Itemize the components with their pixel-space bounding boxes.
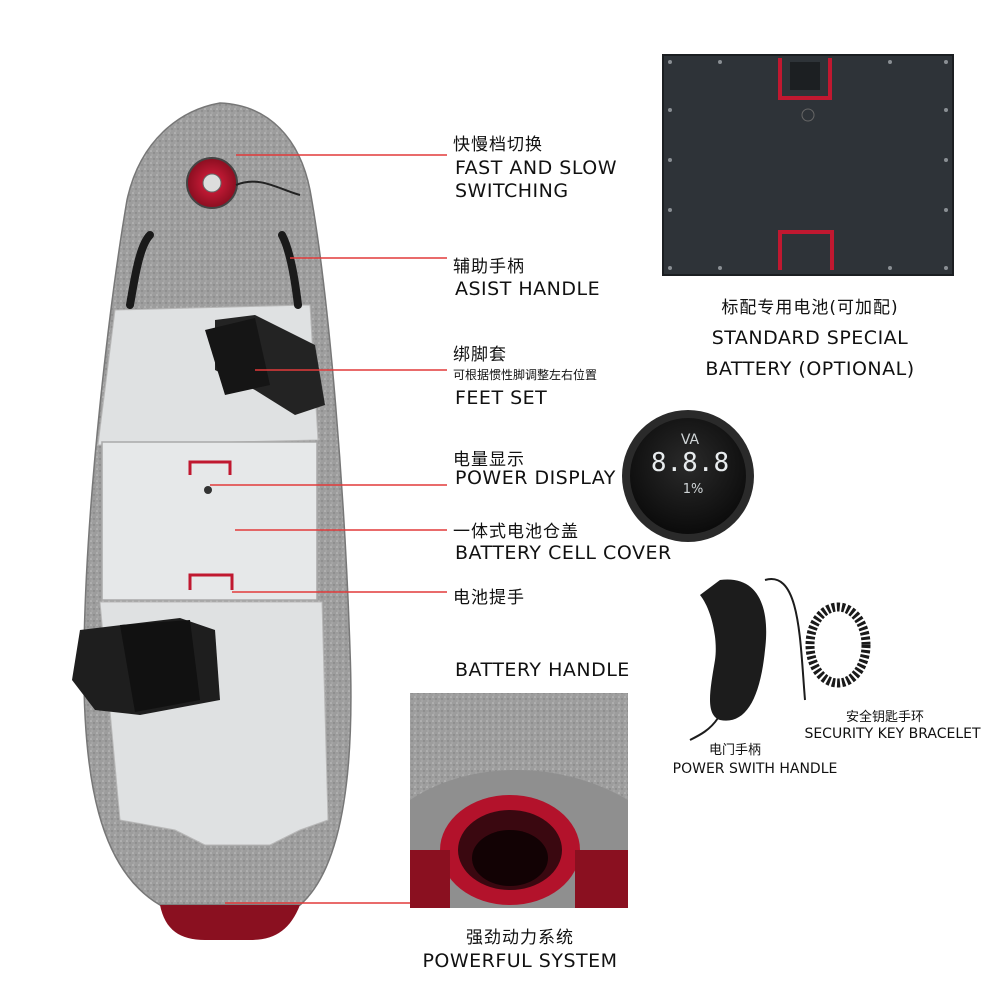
bracelet-en-label: SECURITY KEY BRACELET: [804, 726, 981, 742]
front-foot-strap: [205, 315, 325, 415]
security-bracelet-image: [805, 602, 871, 688]
meter-digits: 8.8.8: [650, 448, 730, 478]
power-meter-image: [622, 410, 754, 542]
handle-zh: 辅助手柄: [453, 257, 525, 277]
rear-foot-strap: [72, 618, 220, 715]
battery-en-2: BATTERY (OPTIONAL): [705, 358, 915, 380]
battery-en-1: STANDARD SPECIAL: [711, 327, 909, 349]
battery-handle-bottom: [188, 573, 234, 590]
speed-switch-zh: 快慢档切换: [453, 135, 543, 155]
feet-sub-zh: 可根据惯性脚调整左右位置: [453, 368, 598, 382]
standard-battery-image: [662, 54, 954, 276]
feet-en: FEET SET: [455, 387, 548, 409]
feet-zh: 绑脚套: [453, 345, 507, 365]
battery-handle-top: [188, 460, 232, 475]
handle-en-label: POWER SWITH HANDLE: [672, 761, 838, 777]
speed-switch-en-1: FAST AND SLOW: [455, 157, 617, 179]
bracelet-zh-label: 安全钥匙手环: [845, 710, 924, 725]
battery-handle-en: BATTERY HANDLE: [455, 659, 630, 681]
nozzle-closeup-image: [410, 693, 628, 908]
system-en: POWERFUL SYSTEM: [422, 950, 618, 972]
handle-zh-label: 电门手柄: [708, 743, 761, 758]
system-zh: 强劲动力系统: [466, 928, 574, 948]
throttle-remote-image: [689, 578, 806, 741]
cover-zh: 一体式电池仓盖: [453, 522, 579, 542]
cover-en: BATTERY CELL COVER: [455, 542, 672, 564]
assist-handle-left: [126, 231, 154, 309]
leader-lines: [210, 154, 447, 904]
jet-nozzle: [160, 905, 300, 940]
display-zh: 电量显示: [453, 450, 525, 470]
meter-percent: 1%: [682, 482, 704, 497]
display-en: POWER DISPLAY: [455, 467, 616, 489]
assist-handle-right: [278, 231, 302, 309]
battery-handle-zh: 电池提手: [453, 588, 525, 608]
speed-switch-en-2: SWITCHING: [455, 180, 569, 202]
battery-zh: 标配专用电池(可加配): [721, 298, 899, 318]
meter-unit: VA: [680, 432, 700, 448]
jetboard: [72, 102, 352, 940]
handle-en: ASIST HANDLE: [455, 278, 601, 300]
